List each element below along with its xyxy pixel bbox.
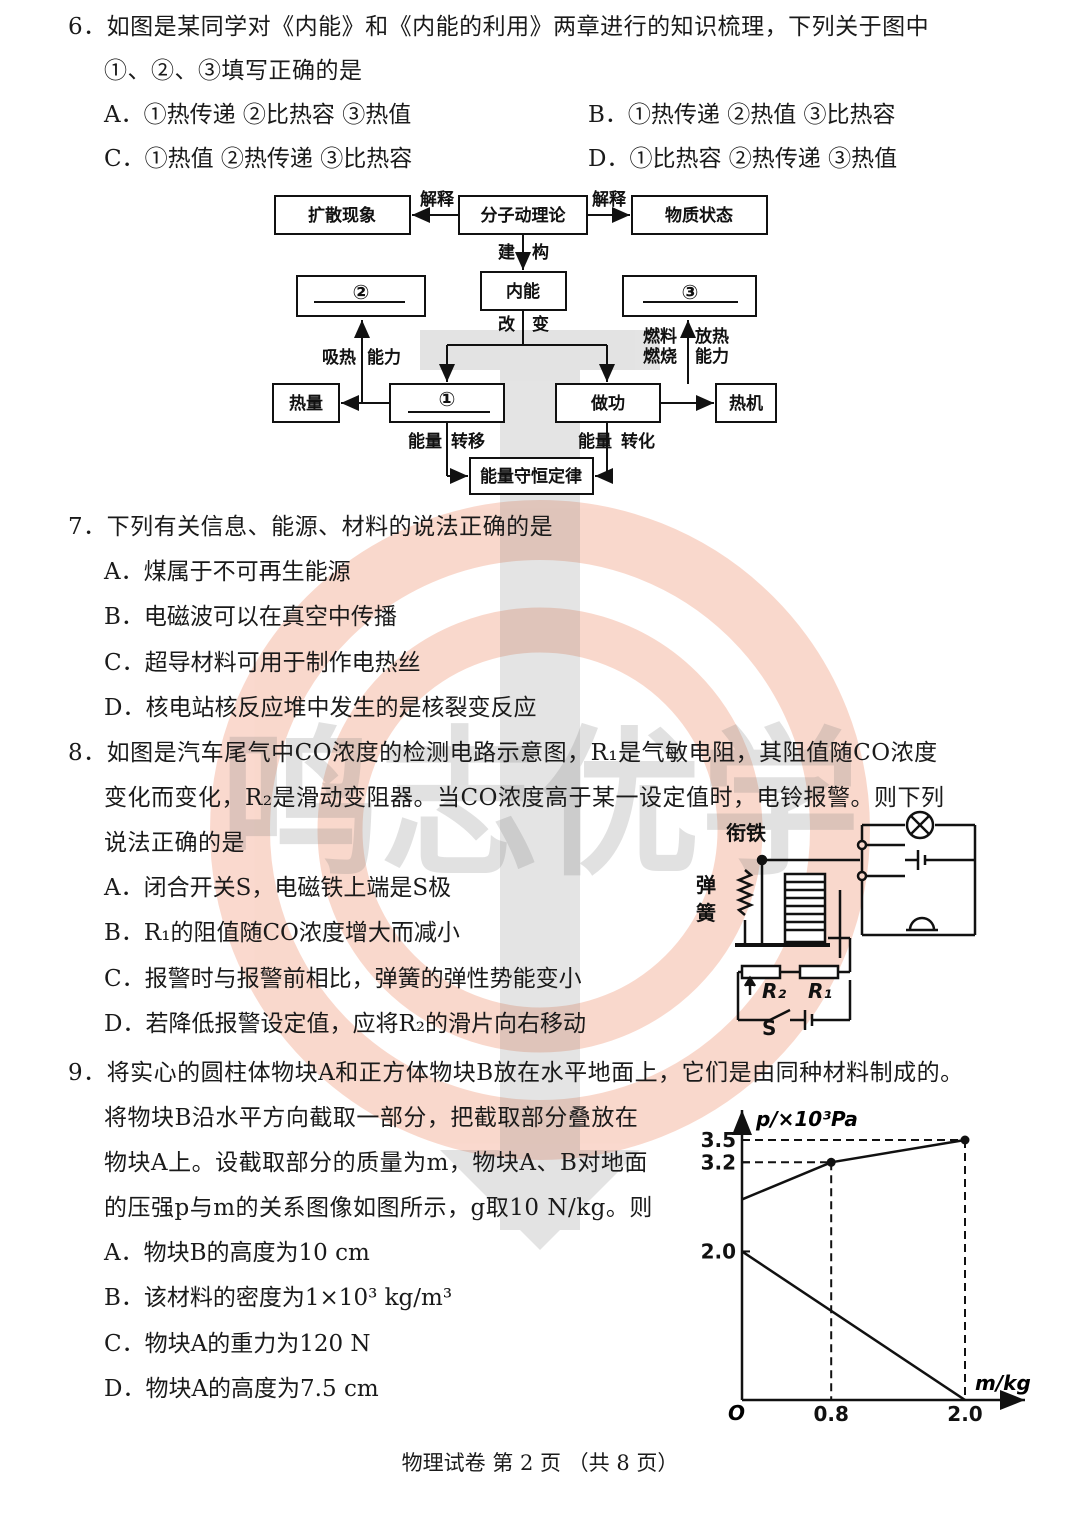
q6-stem-line2: ①、②、③填写正确的是 xyxy=(104,58,363,84)
label-gou: 构 xyxy=(532,242,549,263)
q9-option-b: B．该材料的密度为1×10³ kg/m³ xyxy=(104,1285,453,1311)
box-reji xyxy=(715,383,777,423)
q6-option-c: C．①热值 ②热传递 ③比热容 xyxy=(104,146,413,172)
q6-option-a: A．①热传递 ②比热容 ③热值 xyxy=(104,102,412,128)
q9-stem-line4: 的压强p与m的关系图像如图所示，g取10 N/kg。则 xyxy=(104,1195,653,1221)
data-point xyxy=(960,1135,970,1145)
q9-stem-line3: 物块A上。设截取部分的质量为m，物块A、B对地面 xyxy=(104,1150,648,1176)
q6-stem-line1: 6．如图是某同学对《内能》和《内能的利用》两章进行的知识梳理，下列关于图中 xyxy=(68,14,930,40)
q9-pressure-mass-chart: 2.0 3.23.5 0.8 2.0 p/×10³Pa m/kg O xyxy=(701,1107,1031,1426)
label-neineng: 内能 xyxy=(506,281,540,302)
label-xiantie: 衔铁 xyxy=(726,821,766,845)
label-fenzi: 分子动理论 xyxy=(481,205,567,226)
q7-option-b: B．电磁波可以在真空中传播 xyxy=(104,604,397,630)
q9-option-d: D．物块A的高度为7.5 cm xyxy=(104,1376,379,1402)
box-3 xyxy=(622,275,757,317)
label-wuzhi: 物质状态 xyxy=(665,205,733,226)
label-xire: 吸热 xyxy=(322,347,356,368)
label-nengliang-right: 能量 xyxy=(578,431,612,452)
box-kuosan xyxy=(274,195,411,235)
label-box3: ③ xyxy=(682,280,699,304)
box-wuzhi xyxy=(631,195,768,235)
series-line-2 xyxy=(741,1250,966,1402)
label-box1: ① xyxy=(439,387,456,411)
label-huang: 簧 xyxy=(696,901,716,925)
q8-option-a: A．闭合开关S，电磁铁上端是S极 xyxy=(104,875,452,901)
label-gai: 改 xyxy=(498,314,516,335)
box-neineng xyxy=(480,271,567,311)
label-reliang: 热量 xyxy=(289,393,323,414)
q7-option-c: C．超导材料可用于制作电热丝 xyxy=(104,650,421,676)
x-tick-label: 2.0 xyxy=(947,1402,982,1426)
q7-option-a: A．煤属于不可再生能源 xyxy=(104,559,351,585)
label-fangre: 放热 xyxy=(694,326,729,347)
label-zuogong: 做功 xyxy=(590,393,625,414)
box-2 xyxy=(296,275,426,317)
label-nengli-left: 能力 xyxy=(367,347,401,368)
x-tick-label: 0.8 xyxy=(813,1402,848,1426)
label-zhuanyi: 转移 xyxy=(451,431,485,452)
label-nengli-right: 能力 xyxy=(695,346,729,367)
y-tick-label: 3.2 xyxy=(701,1150,736,1174)
q8-option-c: C．报警时与报警前相比，弹簧的弹性势能变小 xyxy=(104,966,582,992)
y-axis-label: p/×10³Pa xyxy=(755,1107,858,1131)
q8-option-b: B．R₁的阻值随CO浓度增大而减小 xyxy=(104,920,460,946)
series-line-1 xyxy=(741,1138,966,1201)
q6-option-d: D．①比热容 ②热传递 ③热值 xyxy=(588,146,898,172)
q8-stem-line3: 说法正确的是 xyxy=(104,830,245,856)
label-nengliang-left: 能量 xyxy=(408,431,442,452)
q8-stem-line1: 8．如图是汽车尾气中CO浓度的检测电路示意图，R₁是气敏电阻，其阻值随CO浓度 xyxy=(68,740,938,766)
label-jieshi-left: 解释 xyxy=(420,189,455,210)
label-s: S xyxy=(762,1016,776,1040)
y-tick-label: 3.5 xyxy=(701,1128,736,1152)
x-axis-label: m/kg xyxy=(975,1371,1031,1395)
label-jieshi-right: 解释 xyxy=(592,189,627,210)
q9-stem-line1: 9．将实心的圆柱体物块A和正方体物块B放在水平地面上，它们是由同种材料制成的。 xyxy=(68,1060,964,1086)
q8-circuit-diagram: 衔铁 弹 簧 R₂ R₁ S xyxy=(696,810,977,1040)
label-jian: 建 xyxy=(498,242,515,263)
label-zhuanhua: 转化 xyxy=(621,431,655,452)
label-r1: R₁ xyxy=(808,979,832,1003)
page-footer: 物理试卷 第 2 页 （共 8 页） xyxy=(401,1451,679,1475)
box-reliang xyxy=(272,383,340,423)
q9-option-a: A．物块B的高度为10 cm xyxy=(104,1240,370,1266)
origin-label: O xyxy=(728,1401,745,1425)
data-point xyxy=(826,1157,836,1167)
y-tick-label: 2.0 xyxy=(701,1239,736,1263)
q9-stem-line2: 将物块B沿水平方向截取一部分，把截取部分叠放在 xyxy=(104,1105,639,1131)
q7-option-d: D．核电站核反应堆中发生的是核裂变反应 xyxy=(104,695,537,721)
q8-option-d: D．若降低报警设定值，应将R₂的滑片向右移动 xyxy=(104,1011,586,1037)
label-ranliao: 燃料 xyxy=(643,326,677,347)
label-bian: 变 xyxy=(532,314,549,335)
q6-option-b: B．①热传递 ②热值 ③比热容 xyxy=(588,102,896,128)
label-box2: ② xyxy=(353,280,370,304)
box-shouheng xyxy=(469,457,594,495)
q9-option-c: C．物块A的重力为120 N xyxy=(104,1331,371,1357)
label-r2: R₂ xyxy=(762,979,786,1003)
label-ranshao: 燃烧 xyxy=(643,346,677,367)
q7-stem: 7．下列有关信息、能源、材料的说法正确的是 xyxy=(68,514,554,540)
q8-stem-line2: 变化而变化，R₂是滑动变阻器。当CO浓度高于某一设定值时，电铃报警。则下列 xyxy=(104,785,945,811)
q6-concept-diagram: 扩散现象 分子动理论 物质状态 内能 ② ③ 热量 ① 做功 热机 能量守恒定律… xyxy=(272,189,777,495)
label-shouheng: 能量守恒定律 xyxy=(480,466,582,487)
box-fenzi xyxy=(458,195,588,235)
label-kuosan: 扩散现象 xyxy=(308,205,376,226)
label-reji: 热机 xyxy=(729,393,763,414)
label-tan: 弹 xyxy=(696,873,716,897)
